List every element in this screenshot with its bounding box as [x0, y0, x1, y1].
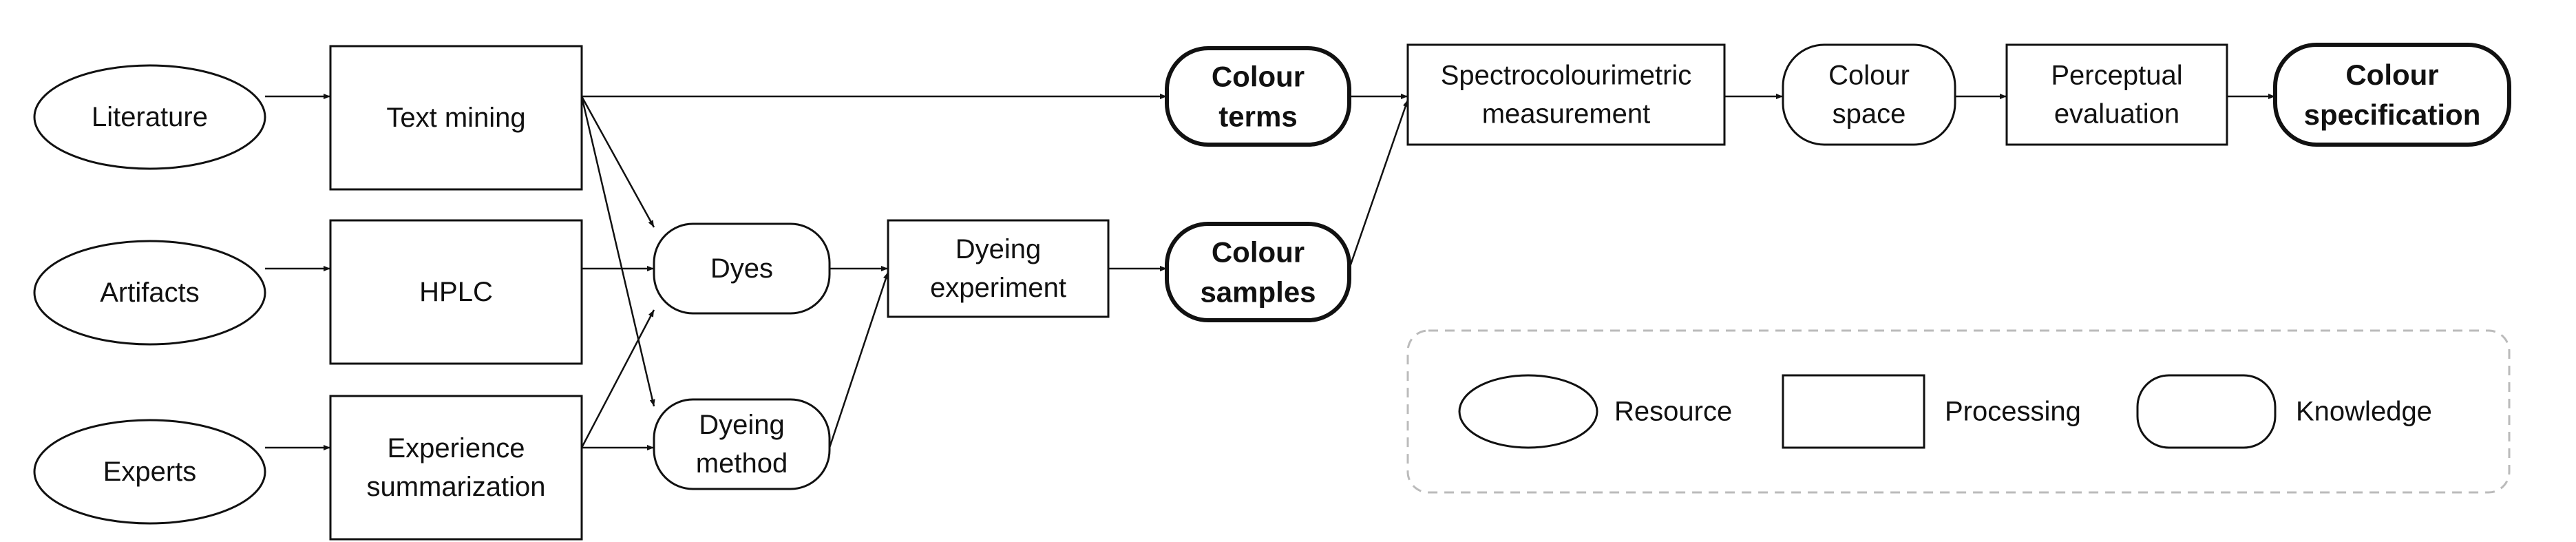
- artifacts-label-line-1: Artifacts: [100, 278, 199, 308]
- edge-colour-samples-to-spectro-measurement: [1348, 99, 1409, 269]
- legend-processing-label: Processing: [1945, 397, 2081, 427]
- legend-resource-symbol: [1458, 374, 1598, 449]
- node-experience-summarization: Experience summarization: [329, 395, 583, 541]
- dyes-knowledge-shape: [653, 222, 831, 315]
- colour-specification-label-line-2: specification: [2304, 98, 2481, 131]
- node-dyeing-experiment: Dyeing experiment: [887, 219, 1110, 318]
- edge-experience-summarization-to-dyes: [580, 309, 655, 448]
- legend-knowledge-label: Knowledge: [2296, 397, 2432, 427]
- experts-resource-shape: [33, 419, 266, 525]
- experience-summarization-label-line-1: Experience: [387, 433, 525, 463]
- experience-summarization-label-line-2: summarization: [366, 472, 545, 502]
- colour-space-label-line-2: space: [1833, 99, 1906, 129]
- legend-processing-symbol: [1782, 374, 1925, 449]
- legend-box: [1406, 329, 2511, 494]
- dyeing-experiment-label-line-1: Dyeing: [956, 234, 1042, 264]
- colour-specification-label-line-1: Colour: [2345, 59, 2438, 91]
- node-spectro-measurement: Spectrocolourimetric measurement: [1406, 43, 1726, 146]
- node-hplc: HPLC: [329, 219, 583, 365]
- node-literature: Literature: [33, 64, 266, 170]
- colour-terms-knowledge-shape: [1165, 46, 1351, 147]
- node-colour-samples: Colour samples: [1165, 222, 1351, 322]
- edge-text-mining-to-dyes: [580, 96, 655, 228]
- literature-resource-shape: [33, 64, 266, 170]
- hplc-processing-shape: [329, 219, 583, 365]
- experience-summarization-processing-shape: [329, 395, 583, 541]
- dyeing-method-knowledge-shape: [653, 398, 831, 490]
- edges-layer: [265, 94, 2275, 450]
- node-text-mining: Text mining: [329, 45, 583, 191]
- dyeing-method-label-line-2: method: [696, 448, 788, 479]
- literature-label-line-1: Literature: [92, 102, 208, 132]
- legend-resource-label: Resource: [1614, 397, 1732, 427]
- spectro-measurement-label-line-1: Spectrocolourimetric: [1441, 61, 1692, 91]
- colour-samples-label-line-1: Colour: [1212, 236, 1305, 269]
- node-experts: Experts: [33, 419, 266, 525]
- perceptual-evaluation-processing-shape: [2005, 43, 2228, 146]
- dyes-label-line-1: Dyes: [710, 253, 773, 284]
- colour-specification-knowledge-shape: [2273, 43, 2511, 147]
- colour-space-label-line-1: Colour: [1828, 61, 1910, 91]
- colour-terms-label-line-1: Colour: [1212, 61, 1305, 93]
- colour-space-knowledge-shape: [1782, 43, 1956, 146]
- spectro-measurement-processing-shape: [1406, 43, 1726, 146]
- text-mining-label-line-1: Text mining: [386, 103, 525, 133]
- node-dyes: Dyes: [653, 222, 831, 315]
- edge-dyeing-method-to-dyeing-experiment: [828, 271, 889, 448]
- colour-terms-label-line-2: terms: [1218, 101, 1297, 133]
- artifacts-resource-shape: [33, 240, 266, 346]
- dyeing-experiment-processing-shape: [887, 219, 1110, 318]
- colour-samples-label-line-2: samples: [1200, 276, 1316, 309]
- colour-samples-knowledge-shape: [1165, 222, 1351, 322]
- text-mining-processing-shape: [329, 45, 583, 191]
- node-artifacts: Artifacts: [33, 240, 266, 346]
- node-colour-terms: Colour terms: [1165, 46, 1351, 147]
- experts-label-line-1: Experts: [103, 457, 197, 487]
- perceptual-evaluation-label-line-2: evaluation: [2054, 99, 2179, 129]
- legend: Resource Processing Knowledge: [1406, 329, 2511, 494]
- spectro-measurement-label-line-2: measurement: [1482, 99, 1651, 129]
- node-colour-specification: Colour specification: [2273, 43, 2511, 147]
- legend-knowledge-symbol: [2136, 374, 2277, 449]
- edge-text-mining-to-dyeing-method: [580, 96, 655, 407]
- perceptual-evaluation-label-line-1: Perceptual: [2051, 61, 2182, 91]
- node-colour-space: Colour space: [1782, 43, 1956, 146]
- dyeing-method-label-line-1: Dyeing: [699, 410, 785, 440]
- node-dyeing-method: Dyeing method: [653, 398, 831, 490]
- node-perceptual-evaluation: Perceptual evaluation: [2005, 43, 2228, 146]
- dyeing-experiment-label-line-2: experiment: [930, 273, 1066, 303]
- hplc-label-line-1: HPLC: [419, 277, 493, 307]
